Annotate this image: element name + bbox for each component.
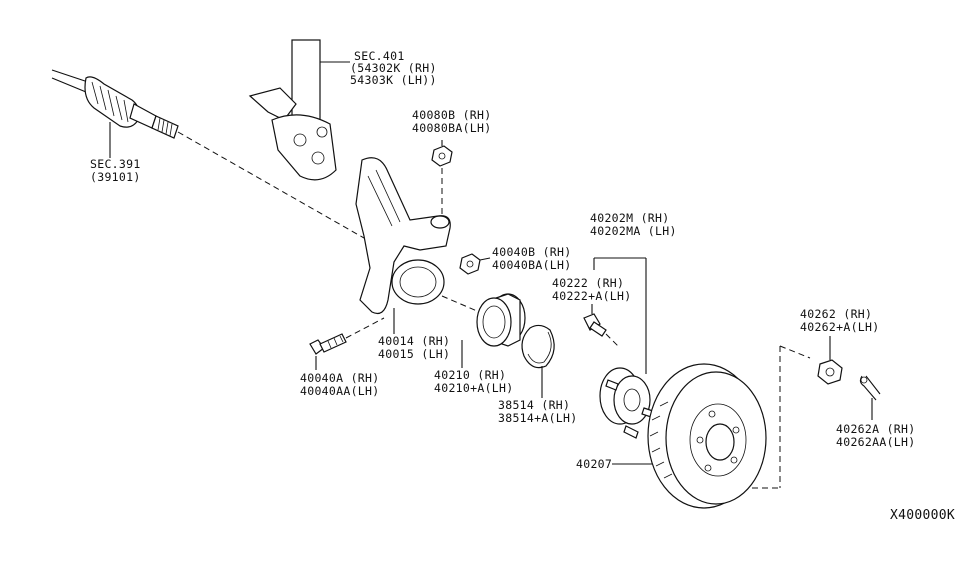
- steering-knuckle: [355, 157, 451, 315]
- label-40262a-lh: 40262+A(LH): [800, 320, 879, 334]
- label-40262a-rh: 40262A (RH): [836, 422, 915, 436]
- bolt-40040a-axis: [345, 317, 385, 339]
- diagram-id: X400000K: [890, 508, 955, 523]
- nut-40040b: [459, 253, 481, 275]
- snap-ring: [521, 324, 555, 369]
- bolt-40040a: [309, 333, 347, 355]
- label-sec401-line2: (54302K (RH): [350, 61, 437, 75]
- label-40014-rh: 40014 (RH): [378, 334, 450, 348]
- label-sec391-line1: SEC.391: [90, 157, 141, 171]
- brake-rotor: [647, 363, 767, 509]
- label-sec391-line2: (39101): [90, 170, 141, 184]
- drive-shaft: [51, 69, 179, 158]
- bearing-axis: [441, 295, 485, 315]
- wheel-bearing: [476, 293, 526, 347]
- shaft-axis-line: [177, 131, 379, 247]
- label-sec401-line3: 54303K (LH)): [350, 73, 437, 87]
- label-40040b-rh: 40040B (RH): [492, 245, 571, 259]
- label-40202m-rh: 40202M (RH): [590, 211, 669, 225]
- label-40210a-lh: 40210+A(LH): [434, 381, 513, 395]
- wheel-nut: [817, 359, 843, 385]
- cotter-pin: [859, 375, 881, 401]
- label-38514a-lh: 38514+A(LH): [498, 411, 577, 425]
- label-40202ma-lh: 40202MA (LH): [590, 224, 677, 238]
- label-40262aa-lh: 40262AA(LH): [836, 435, 915, 449]
- label-40210-rh: 40210 (RH): [434, 368, 506, 382]
- wheel-nut-bracket: [752, 345, 811, 489]
- leader-40202: [593, 257, 647, 374]
- label-40040aa-lh: 40040AA(LH): [300, 384, 379, 398]
- label-40080b-rh: 40080B (RH): [412, 108, 491, 122]
- label-40222a-lh: 40222+A(LH): [552, 289, 631, 303]
- label-40222-rh: 40222 (RH): [552, 276, 624, 290]
- label-40262-rh: 40262 (RH): [800, 307, 872, 321]
- label-40040ba-lh: 40040BA(LH): [492, 258, 571, 272]
- label-40040a-rh: 40040A (RH): [300, 371, 379, 385]
- label-40080ba-lh: 40080BA(LH): [412, 121, 491, 135]
- label-sec401-line1: SEC.401: [354, 49, 405, 63]
- hub-bolt-40222: [583, 313, 607, 337]
- wheel-hub: [599, 367, 657, 439]
- hub-bolt-axis: [605, 333, 621, 349]
- label-38514-rh: 38514 (RH): [498, 398, 570, 412]
- label-40015-lh: 40015 (LH): [378, 347, 450, 361]
- nut-40080b: [431, 145, 453, 167]
- strut: [248, 39, 350, 181]
- leader-40040b: [479, 257, 491, 261]
- label-40207: 40207: [576, 457, 612, 471]
